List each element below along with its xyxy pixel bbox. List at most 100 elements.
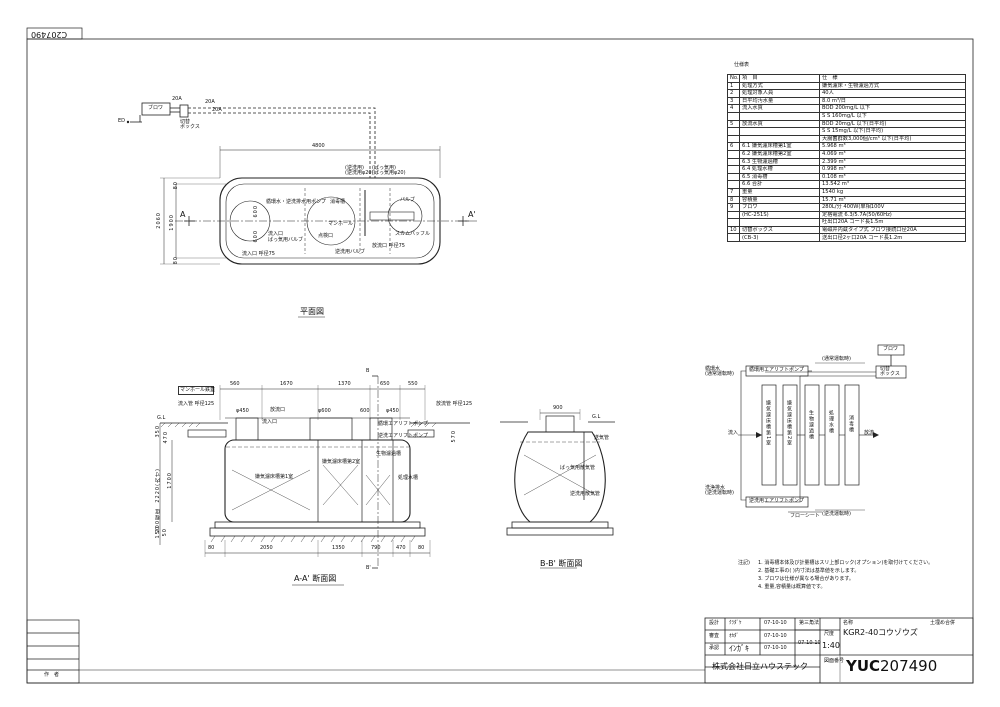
notes-item-3: 4. 重量,容積量は概算値です。 [758,584,826,590]
flow-circulating-label: 循環水 (通常運転時) [705,366,734,377]
aa-dim-top-3: 650 [380,381,390,387]
flow-pump-top: 循環用エアリフトポンプ [749,367,804,373]
flow-tank-1: 嫌気濾床槽第2室 [786,400,792,447]
spec-cell-no [727,210,740,220]
spec-cell-spec: 13.542 m³ [819,180,966,189]
tb-role-2: 承認 [709,645,720,651]
spec-cell-item [739,111,820,121]
tb-product-name: KGR2-40コウゾウズ [843,628,918,637]
flow-timer-label: (通常運転時) [822,356,851,362]
tb-role-0: 設計 [709,620,720,626]
spec-cell-no [727,111,740,121]
notes-item-1: 2. 基礎工事の( )内寸法は基準値を示します。 [758,568,860,574]
aa-chamber4-label: 処理水槽 [398,475,419,481]
spec-row: S S 15mg/L 以下(日平均) [727,127,966,136]
spec-cell-no [727,180,740,189]
spec-cell-no: 2 [727,89,740,98]
spec-cell-no [727,157,740,167]
tb-date-stamp: 07-10-10 [798,640,821,646]
switch-box [179,104,189,118]
spec-cell-item: 容積量 [739,195,820,205]
tb-company: 株式会社日立ハウステック [712,662,808,671]
aa-inflow-pipe-label: 流入管 呼径125 [178,401,215,407]
tb-date-2: 07-10-10 [764,645,787,651]
spec-cell-spec: 0.108 m³ [819,172,966,182]
spec-cell-no [727,172,740,182]
bb-filter-label: ばっ気用散気管 [560,465,596,471]
plan-dim-600-a: 600 [253,205,259,218]
tb-name-1: ｵｶﾀﾞ [729,633,740,639]
blower-box [141,102,171,116]
plan-sludge-label: スカムバッフル [395,231,431,237]
spec-cell-item: 日平均汚水量 [739,96,820,106]
spec-cell-spec: 定格電流 6.3/5.7A(50/60Hz) [819,210,966,220]
plan-return-valve-label: 逆洗用バルブ [335,249,366,255]
aa-dim-bottom-1: 2050 [260,545,273,551]
spec-cell-item: 処理方式 [739,81,820,91]
spec-cell-spec: S S 15mg/L 以下(日平均) [819,127,966,136]
tb-name-label: 名称 [843,620,854,626]
flow-tank-3: 処理水槽 [828,410,834,434]
spec-cell-spec: BOD 20mg/L 以下(日平均) [819,119,966,129]
aa-chamber1-label: 嫌気濾床槽第1室 [255,474,294,480]
spec-cell-no [727,149,740,159]
drawing-number-stamp: C207490 [31,30,68,39]
tb-product-type: 土埋め合併 [930,620,956,626]
flow-tank-0: 嫌気濾床槽第1室 [765,400,771,447]
aa-outflow-pipe-label: 放流管 呼径125 [436,401,473,407]
spec-cell-item [739,218,820,227]
aa-dim-left-0: 350 [155,425,161,438]
spec-cell-no: 8 [727,195,740,205]
spec-cell-spec: 4.069 m³ [819,149,966,159]
flow-sheet-caption: フローシート [790,513,820,519]
aa-dim-bottom-0: 80 [208,545,215,551]
spec-cell-spec: 送出口径2ヶ口20A コード長1.2m [819,233,966,243]
aa-section-caption: A-A' 断面図 [294,574,337,583]
spec-cell-no: 10 [727,225,740,235]
spec-cell-spec: BOD 200mg/L 以下 [819,104,966,113]
tb-projection: 第三角法 [799,620,820,626]
spec-cell-item: 6.2 嫌気濾床槽第2室 [739,149,820,159]
spec-cell-spec: 40人 [819,89,966,98]
aa-inflow-circle-label: 流入口 [262,419,278,425]
spec-cell-item: ブロワ [739,203,820,212]
aa-dim-top-2: 1370 [338,381,351,387]
spec-cell-item: 処理対象人員 [739,89,820,98]
plan-cover-label: マンホール [328,221,354,227]
bb-valve-label: 逆洗用散気管 [570,491,601,497]
spec-header-no: No. [727,74,740,83]
plan-pipe-20a-1: 20A [172,96,182,102]
aa-dim-left-1: 470 [163,431,169,444]
plan-outflow-label: 放流口 呼径75 [372,243,405,249]
plan-dim-80-top: 80 [173,181,179,190]
spec-cell-no [727,134,740,144]
spec-cell-item: 放流水質 [739,119,820,129]
flow-outflow: 放流 [864,430,875,436]
spec-cell-spec: 吐出口20A コード長1.5m [819,218,966,227]
tb-author-label: 作 者 [44,672,60,678]
aa-dim-bottom-5: 80 [418,545,425,551]
tb-scale-label: 尺度 [824,631,835,637]
spec-cell-item: 切替ボックス [739,225,820,235]
spec-cell-item [739,127,820,136]
notes-title: 注記) [738,560,750,566]
spec-cell-item: 重量 [739,187,820,197]
spec-cell-item: 6.3 生物濾過槽 [739,157,820,167]
plan-pipe-20a-3: 20A [212,107,222,113]
spec-cell-item: (CB-3) [739,233,820,243]
spec-cell-item: (HC-251S) [739,210,820,220]
aa-dim-top-sub-3: φ450 [386,408,399,414]
plan-dim-total-length: 4800 [312,143,325,149]
spec-row: S S 160mg/L 以下 [727,111,966,121]
aa-outflow-circle-label: 放流口 [270,407,286,413]
aa-dim-right: 570 [451,430,457,443]
plan-dim-width-outer: 2060 [156,212,162,229]
tb-name-0: ｸﾗﾀﾞｹ [729,620,742,626]
